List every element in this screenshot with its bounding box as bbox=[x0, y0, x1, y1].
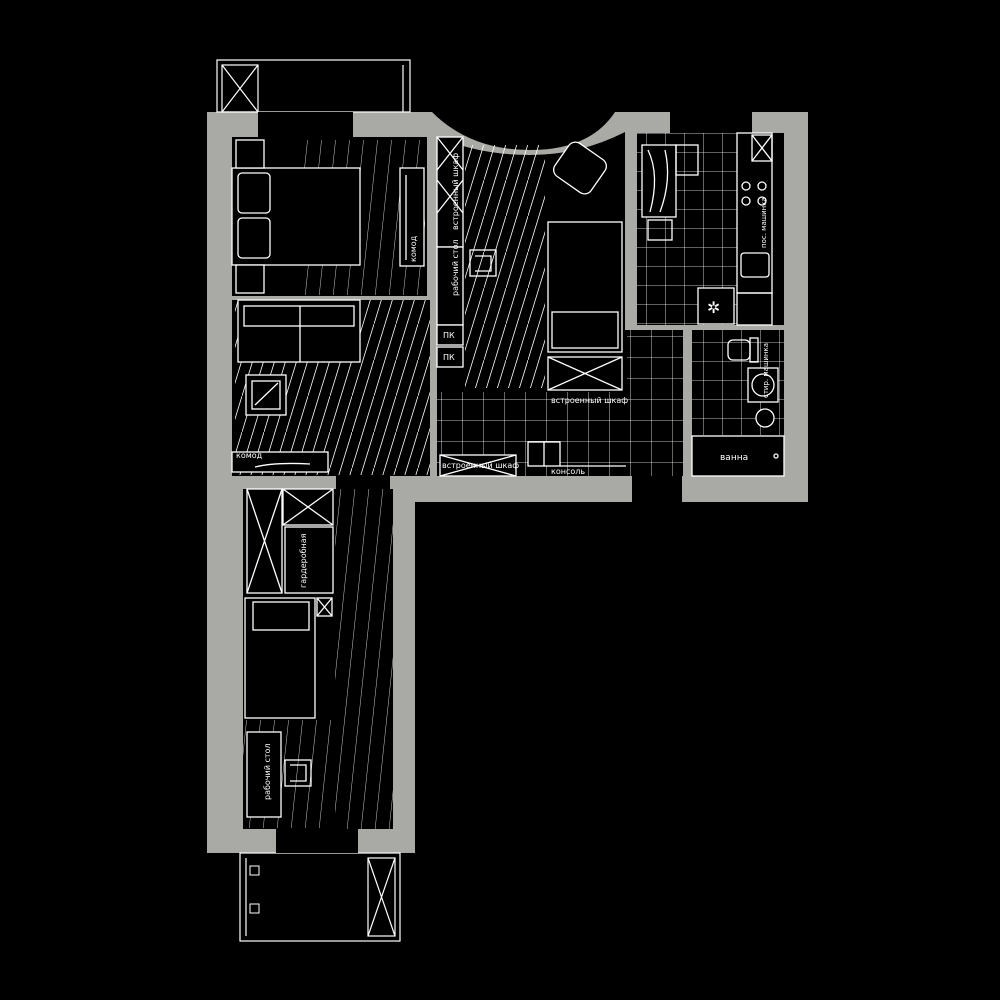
dresser-bedroom bbox=[399, 167, 425, 267]
bed-study bbox=[547, 221, 623, 353]
built-in-wardrobe-hall-left-label: встроенный шкаф bbox=[442, 461, 519, 470]
desk-bottom bbox=[246, 731, 312, 818]
dishwasher-label: пос. машинка bbox=[760, 197, 768, 248]
armchair-living bbox=[245, 374, 287, 416]
bed-lower bbox=[244, 597, 333, 719]
kitchen-furniture: ✲ bbox=[641, 132, 773, 326]
balcony-chairs bbox=[249, 865, 260, 914]
pc-units bbox=[436, 324, 464, 368]
balcony-bottom bbox=[239, 852, 401, 942]
corridor-parquet bbox=[335, 489, 393, 829]
hall-tiles-upper bbox=[627, 330, 683, 392]
desk-top bbox=[436, 246, 497, 326]
svg-text:✲: ✲ bbox=[707, 298, 720, 317]
desk-bottom-label: рабочий стол bbox=[263, 743, 272, 800]
console-table bbox=[527, 441, 626, 467]
built-in-wardrobe-top-label: встроенный шкаф bbox=[451, 153, 460, 230]
dressing-room-label: гардеробная bbox=[299, 533, 308, 588]
komod-living-label: комод bbox=[236, 451, 263, 460]
study-parquet bbox=[465, 145, 545, 388]
desk-top-label: рабочий стол bbox=[451, 239, 460, 296]
pk-2-label: ПК bbox=[443, 353, 455, 362]
armchair-study bbox=[552, 141, 608, 195]
bed bbox=[231, 139, 361, 294]
console-label: консоль bbox=[551, 467, 585, 476]
dressing-room bbox=[246, 488, 334, 594]
washing-machine-label: стир. машинка bbox=[762, 343, 770, 398]
sofa bbox=[237, 299, 361, 363]
wardrobe-top bbox=[436, 136, 464, 248]
openings bbox=[258, 112, 752, 853]
dresser-living bbox=[231, 451, 329, 473]
bathroom-fixtures bbox=[691, 337, 785, 477]
built-in-wardrobe-hall-right-label: встроенный шкаф bbox=[551, 396, 628, 405]
balcony-top bbox=[216, 59, 411, 113]
wardrobe-hall-left bbox=[439, 454, 517, 477]
wardrobe-hall-right bbox=[547, 356, 623, 391]
bathtub-label: ванна bbox=[720, 453, 748, 463]
pk-1-label: ПК bbox=[443, 331, 455, 340]
komod-bedroom-label: комод bbox=[409, 235, 418, 262]
